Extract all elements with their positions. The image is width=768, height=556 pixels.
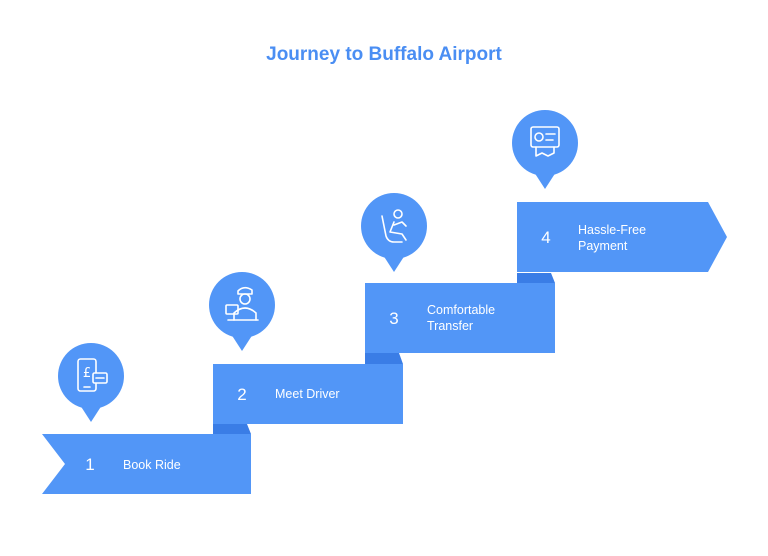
- step-3-banner: [365, 283, 555, 353]
- step-4-pin: [512, 110, 578, 189]
- step-4-label-line-2: Payment: [578, 239, 628, 253]
- step-1-label: Book Ride: [123, 458, 181, 472]
- step-3-pin: [361, 193, 427, 272]
- svg-text:£: £: [83, 366, 91, 381]
- step-1-banner: [42, 434, 251, 494]
- step-3-fold: [517, 273, 555, 283]
- seated-passenger-icon: [381, 209, 407, 243]
- step-4: 4 Hassle-Free Payment: [512, 110, 727, 272]
- step-2-label: Meet Driver: [275, 387, 340, 401]
- payment-terminal-icon: [530, 126, 560, 157]
- step-3-number: 3: [389, 309, 398, 328]
- step-1: 1 Book Ride £: [42, 343, 251, 494]
- step-3-label-line-1: Comfortable: [427, 303, 495, 317]
- driver-with-sign-icon: [225, 286, 259, 321]
- step-4-number: 4: [541, 228, 550, 247]
- step-4-label-line-1: Hassle-Free: [578, 223, 646, 237]
- step-2-fold: [365, 353, 403, 364]
- step-2-pin: [209, 272, 275, 351]
- step-1-number: 1: [85, 455, 94, 474]
- phone-pound-card-icon: £: [77, 358, 108, 392]
- step-3-label-line-2: Transfer: [427, 319, 473, 333]
- step-2: 2 Meet Driver: [209, 272, 403, 424]
- step-3: 3 Comfortable Transfer: [361, 193, 555, 353]
- step-1-pin: £: [58, 343, 124, 422]
- step-2-number: 2: [237, 385, 246, 404]
- step-4-banner: [517, 202, 727, 272]
- step-1-fold: [213, 424, 251, 434]
- step-2-banner: [213, 364, 403, 424]
- page-title: Journey to Buffalo Airport: [266, 44, 502, 65]
